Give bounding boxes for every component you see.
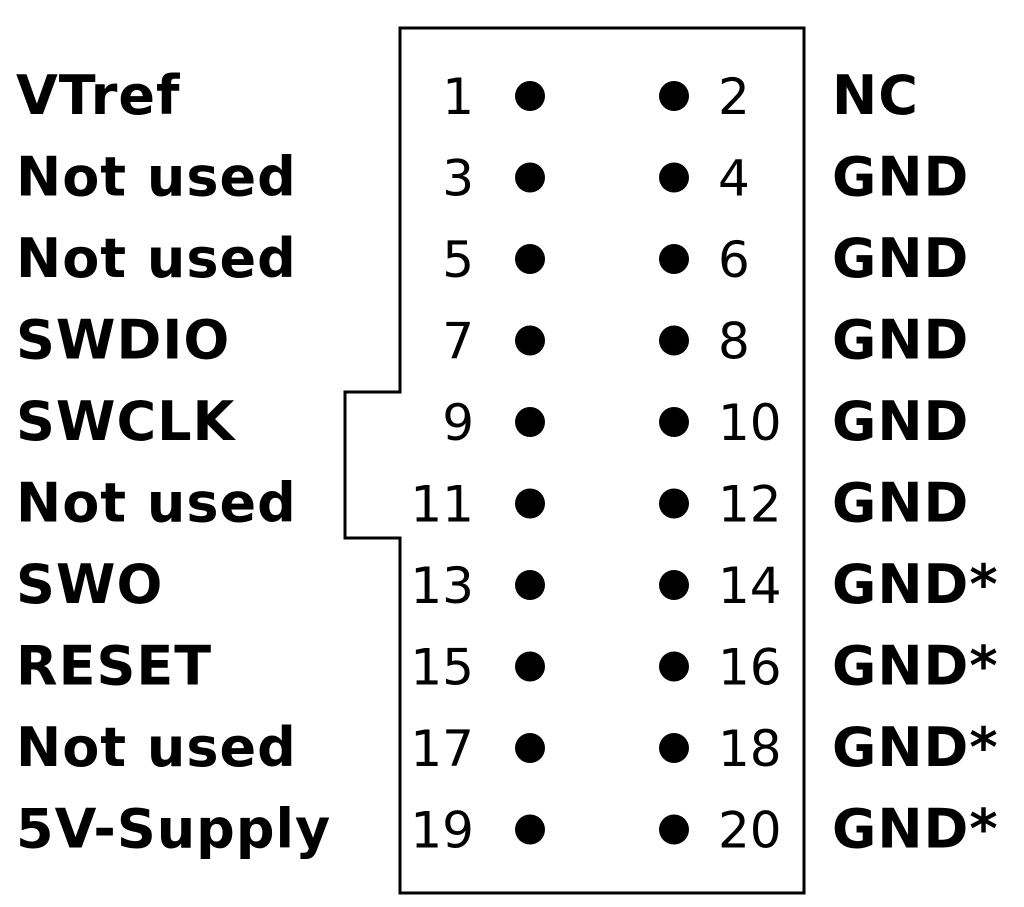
left-signal-label: Not used (16, 472, 297, 535)
right-signal-label: GND* (832, 553, 999, 616)
pin-dot-right (659, 162, 689, 193)
right-signal-label: GND (832, 472, 969, 535)
pin-number-right: 20 (718, 802, 782, 860)
pin-number-left: 19 (410, 802, 474, 860)
pin-dot-left (515, 162, 545, 193)
pin-number-right: 8 (718, 313, 750, 371)
pin-number-left: 15 (410, 639, 474, 697)
pin-number-left: 5 (442, 231, 474, 289)
pin-dot-right (659, 733, 689, 763)
right-signal-label: GND (832, 227, 969, 290)
pin-number-right: 10 (718, 394, 782, 452)
pin-dot-right (659, 81, 689, 111)
pin-dot-left (515, 407, 545, 437)
left-signal-label: Not used (16, 227, 297, 290)
pin-dot-left (515, 733, 545, 763)
pin-number-right: 2 (718, 68, 750, 126)
pin-number-right: 14 (718, 557, 782, 615)
pin-dot-right (659, 814, 689, 845)
pin-number-left: 13 (410, 557, 474, 615)
pin-number-left: 11 (410, 476, 474, 534)
left-signal-label: 5V-Supply (16, 798, 331, 861)
pin-number-right: 18 (718, 720, 782, 778)
left-signal-label: SWDIO (16, 309, 230, 372)
right-signal-label: GND (832, 390, 969, 453)
left-signal-label: VTref (16, 64, 180, 127)
pin-number-left: 9 (442, 394, 474, 452)
pin-dot-left (515, 570, 545, 600)
pin-number-right: 4 (718, 150, 750, 208)
right-signal-label: GND* (832, 798, 999, 861)
pin-dot-left (515, 244, 545, 274)
right-signal-label: GND* (832, 716, 999, 779)
right-signal-label: NC (832, 64, 919, 127)
pin-number-left: 7 (442, 313, 474, 371)
pin-dot-left (515, 651, 545, 682)
left-signal-label: SWO (16, 553, 163, 616)
pin-dot-right (659, 488, 689, 519)
right-signal-label: GND (832, 309, 969, 372)
left-signal-label: Not used (16, 716, 297, 779)
pin-dot-right (659, 651, 689, 682)
pin-dot-left (515, 814, 545, 845)
pin-number-left: 1 (442, 68, 474, 126)
pin-number-left: 3 (442, 150, 474, 208)
right-signal-label: GND* (832, 635, 999, 698)
left-signal-label: RESET (16, 635, 212, 698)
pin-dot-right (659, 407, 689, 437)
pin-dot-left (515, 325, 545, 356)
left-signal-label: Not used (16, 146, 297, 209)
pin-number-left: 17 (410, 720, 474, 778)
pin-number-right: 12 (718, 476, 782, 534)
pin-dot-right (659, 325, 689, 356)
right-signal-label: GND (832, 146, 969, 209)
pin-number-right: 6 (718, 231, 750, 289)
pin-dot-left (515, 81, 545, 111)
connector-outline (343, 26, 806, 895)
pin-dot-right (659, 570, 689, 600)
left-signal-label: SWCLK (16, 390, 236, 453)
pin-number-right: 16 (718, 639, 782, 697)
pin-dot-left (515, 488, 545, 519)
pin-dot-right (659, 244, 689, 274)
